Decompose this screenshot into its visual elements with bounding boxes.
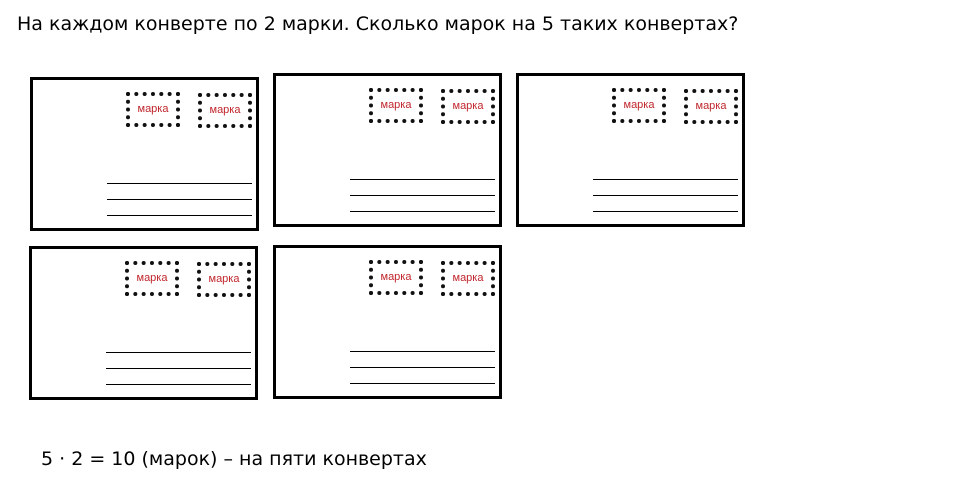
stamp: марка [369, 260, 423, 295]
stamp: марка [441, 89, 495, 124]
address-line [350, 367, 495, 368]
envelope: марка марка [29, 246, 258, 400]
envelope: марка марка [273, 245, 502, 399]
address-line [350, 351, 495, 352]
envelope: марка марка [273, 73, 502, 227]
stamp: марка [125, 261, 179, 296]
stamp: марка [684, 89, 738, 124]
question-text: На каждом конверте по 2 марки. Сколько м… [17, 13, 739, 35]
address-line [107, 215, 252, 216]
address-line [593, 179, 738, 180]
address-line [593, 211, 738, 212]
address-line [350, 383, 495, 384]
address-line [106, 368, 251, 369]
address-line [350, 211, 495, 212]
stamp: марка [198, 93, 252, 128]
stamp: марка [441, 261, 495, 296]
envelope: марка марка [516, 73, 745, 227]
address-line [350, 179, 495, 180]
stamp: марка [126, 92, 180, 127]
address-line [107, 199, 252, 200]
stamp: марка [197, 262, 251, 297]
stamp: марка [369, 88, 423, 123]
address-line [106, 352, 251, 353]
address-line [107, 183, 252, 184]
stamp: марка [612, 88, 666, 123]
answer-text: 5 · 2 = 10 (марок) – на пяти конвертах [41, 448, 427, 470]
address-line [350, 195, 495, 196]
address-line [593, 195, 738, 196]
address-line [106, 384, 251, 385]
envelope: марка марка [30, 77, 259, 231]
